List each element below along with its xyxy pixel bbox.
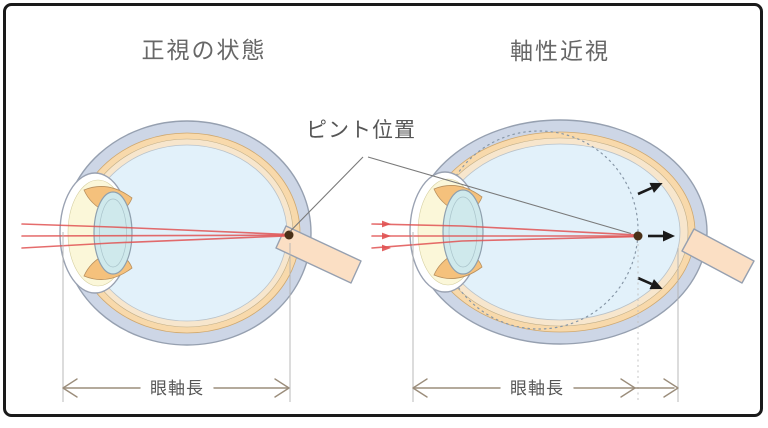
optic-nerve bbox=[681, 228, 755, 284]
light-rays bbox=[371, 220, 639, 252]
leader-line-right bbox=[367, 156, 632, 235]
arrow-right-chevron-icon bbox=[663, 378, 679, 398]
arrow-left-chevron-icon bbox=[62, 378, 78, 398]
lens-capsule bbox=[448, 196, 478, 268]
myopic-eye-illustration bbox=[371, 119, 755, 345]
lens-capsule bbox=[99, 198, 127, 268]
expansion-arrow-icon bbox=[637, 182, 663, 196]
light-ray bbox=[21, 235, 290, 249]
ray-arrowhead-icon bbox=[382, 220, 391, 228]
light-ray bbox=[21, 223, 290, 236]
axial-length-label-left: 眼軸長 bbox=[150, 379, 204, 398]
normal-eye-illustration bbox=[21, 120, 362, 346]
focus-point-dot bbox=[633, 231, 643, 241]
panel-title-right: 軸性近視 bbox=[510, 38, 610, 64]
optic-nerve bbox=[275, 225, 362, 284]
leader-line-left bbox=[289, 156, 364, 232]
focus-point-dot bbox=[284, 230, 294, 240]
arrow-left-chevron-icon bbox=[412, 378, 428, 398]
panel-title-left: 正視の状態 bbox=[142, 37, 267, 63]
light-ray bbox=[21, 234, 290, 237]
lens bbox=[93, 191, 133, 275]
ray-arrowhead-icon bbox=[382, 244, 391, 252]
figure-border bbox=[3, 3, 763, 417]
arrow-right-chevron-icon bbox=[274, 378, 290, 398]
expansion-arrow-icon bbox=[637, 276, 663, 290]
axial-length-label-right: 眼軸長 bbox=[510, 379, 564, 398]
light-ray bbox=[371, 235, 639, 249]
light-ray bbox=[371, 223, 639, 236]
axial-length-measure-right: 眼軸長 bbox=[412, 232, 679, 402]
arrow-right-chevron-icon bbox=[620, 378, 636, 398]
light-rays bbox=[21, 223, 290, 249]
axial-length-measure-left: 眼軸長 bbox=[62, 232, 291, 402]
normal-eye-dotted-outline bbox=[439, 130, 639, 330]
focus-position-label: ピント位置 bbox=[306, 119, 416, 142]
lens bbox=[442, 189, 484, 275]
expansion-arrow-icon bbox=[648, 230, 675, 242]
ray-arrowhead-icon bbox=[382, 232, 391, 240]
focus-position-callout: ピント位置 bbox=[289, 119, 632, 235]
